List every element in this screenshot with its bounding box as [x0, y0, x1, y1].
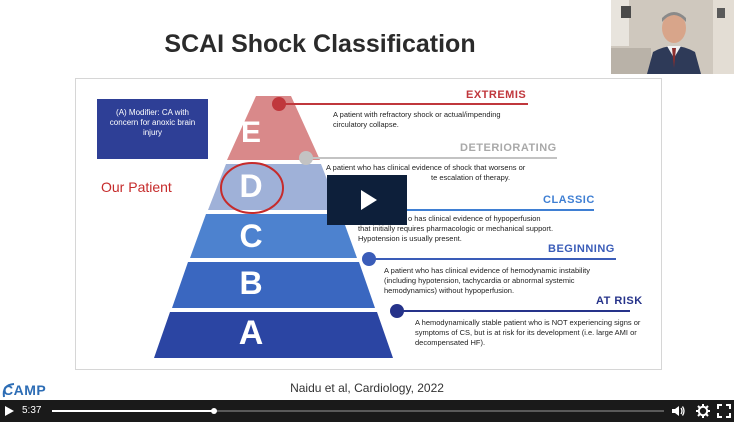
volume-icon: [672, 406, 685, 416]
level-desc-extremis: A patient with refractory shock or actua…: [333, 110, 501, 129]
play-button[interactable]: [2, 403, 16, 419]
modifier-box: (A) Modifier: CA with concern for anoxic…: [97, 99, 208, 159]
level-heading-beginning: BEGINNING: [548, 243, 615, 255]
level-desc-deteriorating-line1: A patient who has clinical evidence of s…: [326, 163, 526, 172]
volume-button[interactable]: [670, 403, 686, 419]
progress-knob[interactable]: [211, 408, 218, 414]
pyramid-letter-c: C: [239, 218, 263, 254]
fullscreen-button[interactable]: [716, 403, 732, 419]
camp-logo: CAMP: [0, 381, 60, 401]
pyramid-letter-a: A: [238, 314, 264, 352]
level-desc-classic-line2: that initially requires pharmacologic or…: [358, 224, 554, 233]
level-heading-extremis: EXTREMIS: [466, 89, 527, 101]
pyramid-letter-d: D: [239, 168, 263, 204]
beginning-dot: [362, 252, 376, 266]
extremis-dot: [272, 97, 286, 111]
play-icon: [5, 406, 14, 416]
at-risk-dot: [390, 304, 404, 318]
slide-title: SCAI Shock Classification: [164, 30, 476, 58]
settings-button[interactable]: [695, 403, 711, 419]
video-play-overlay-button[interactable]: [327, 175, 407, 225]
level-heading-deteriorating: DETERIORATING: [460, 142, 557, 154]
level-desc-beginning: A patient who has clinical evidence of h…: [384, 266, 590, 295]
level-desc-classic-line1: o has clinical evidence of hypoperfusion: [408, 214, 541, 223]
progress-scrubber[interactable]: [52, 408, 664, 414]
video-controls-bar: 5:37: [0, 400, 734, 422]
gear-icon: [696, 404, 710, 418]
current-time: 5:37: [22, 405, 42, 416]
citation: Naidu et al, Cardiology, 2022: [290, 381, 444, 395]
shock-pyramid: [154, 96, 393, 358]
progress-fill: [52, 410, 215, 412]
level-desc-at-risk: A hemodynamically stable patient who is …: [415, 318, 641, 347]
camp-logo-text: CAMP: [3, 382, 47, 398]
pyramid-letter-e: E: [240, 116, 261, 149]
level-desc-classic-line3: Hypotension is usually present.: [358, 234, 462, 243]
pyramid-tier-c: [190, 214, 357, 258]
level-desc-classic: o has clinical evidence of hypoperfusion…: [358, 214, 598, 244]
our-patient-circle: [220, 162, 284, 214]
pyramid-tier-b: [172, 262, 375, 308]
level-heading-at-risk: AT RISK: [596, 295, 643, 307]
pyramid-tier-e: [227, 96, 320, 160]
our-patient-label: Our Patient: [101, 179, 172, 195]
fullscreen-icon: [717, 404, 731, 418]
pyramid-tier-d: [208, 164, 339, 210]
deteriorating-dot: [299, 151, 313, 165]
level-desc-deteriorating-line2: te escalation of therapy.: [431, 173, 511, 182]
presenter-webcam: [611, 0, 734, 74]
level-heading-classic: CLASSIC: [543, 194, 595, 206]
pyramid-tier-a: [154, 312, 393, 358]
level-desc-deteriorating: A patient who has clinical evidence of s…: [326, 163, 556, 183]
play-icon: [361, 190, 377, 210]
pyramid-letter-b: B: [239, 265, 263, 301]
